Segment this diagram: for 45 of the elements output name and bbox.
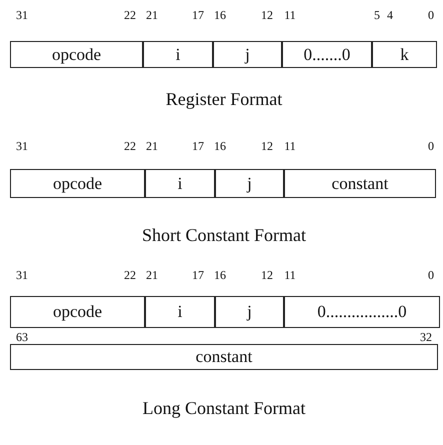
bit-number: 21 [146,268,158,283]
format-caption: Long Constant Format [142,398,306,419]
bit-number: 11 [284,268,296,283]
bit-number: 22 [124,268,136,283]
bit-field: j [215,169,284,198]
bit-number: 12 [261,8,273,23]
bit-number: 16 [214,268,226,283]
bit-number: 4 [387,8,393,23]
format-caption: Register Format [166,89,282,110]
bit-number: 17 [192,8,204,23]
bit-field: j [213,41,282,68]
bit-number: 11 [284,8,296,23]
bit-number: 12 [261,268,273,283]
bit-field: 0.......0 [282,41,372,68]
bit-number: 17 [192,268,204,283]
bit-number: 31 [16,139,28,154]
bit-number: 63 [16,330,28,345]
bit-number: 17 [192,139,204,154]
bit-field: constant [10,344,438,370]
bit-field: k [372,41,437,68]
bit-number: 0 [428,268,434,283]
bit-number: 12 [261,139,273,154]
bit-number: 16 [214,8,226,23]
bit-field: opcode [10,296,145,328]
bit-field: opcode [10,41,143,68]
bit-number: 0 [428,8,434,23]
bit-number: 5 [374,8,380,23]
bit-number: 32 [420,330,432,345]
bit-number: 22 [124,8,136,23]
bit-number: 31 [16,8,28,23]
bit-number: 31 [16,268,28,283]
bit-field: j [215,296,284,328]
bit-field: i [145,296,215,328]
bit-number: 22 [124,139,136,154]
format-caption: Short Constant Format [142,225,306,246]
bit-number: 16 [214,139,226,154]
bit-field: i [143,41,213,68]
bit-number: 21 [146,8,158,23]
bit-number: 0 [428,139,434,154]
bit-field: constant [284,169,436,198]
bit-number: 21 [146,139,158,154]
bit-number: 11 [284,139,296,154]
bit-field: opcode [10,169,145,198]
bit-field: i [145,169,215,198]
bit-field: 0.................0 [284,296,440,328]
